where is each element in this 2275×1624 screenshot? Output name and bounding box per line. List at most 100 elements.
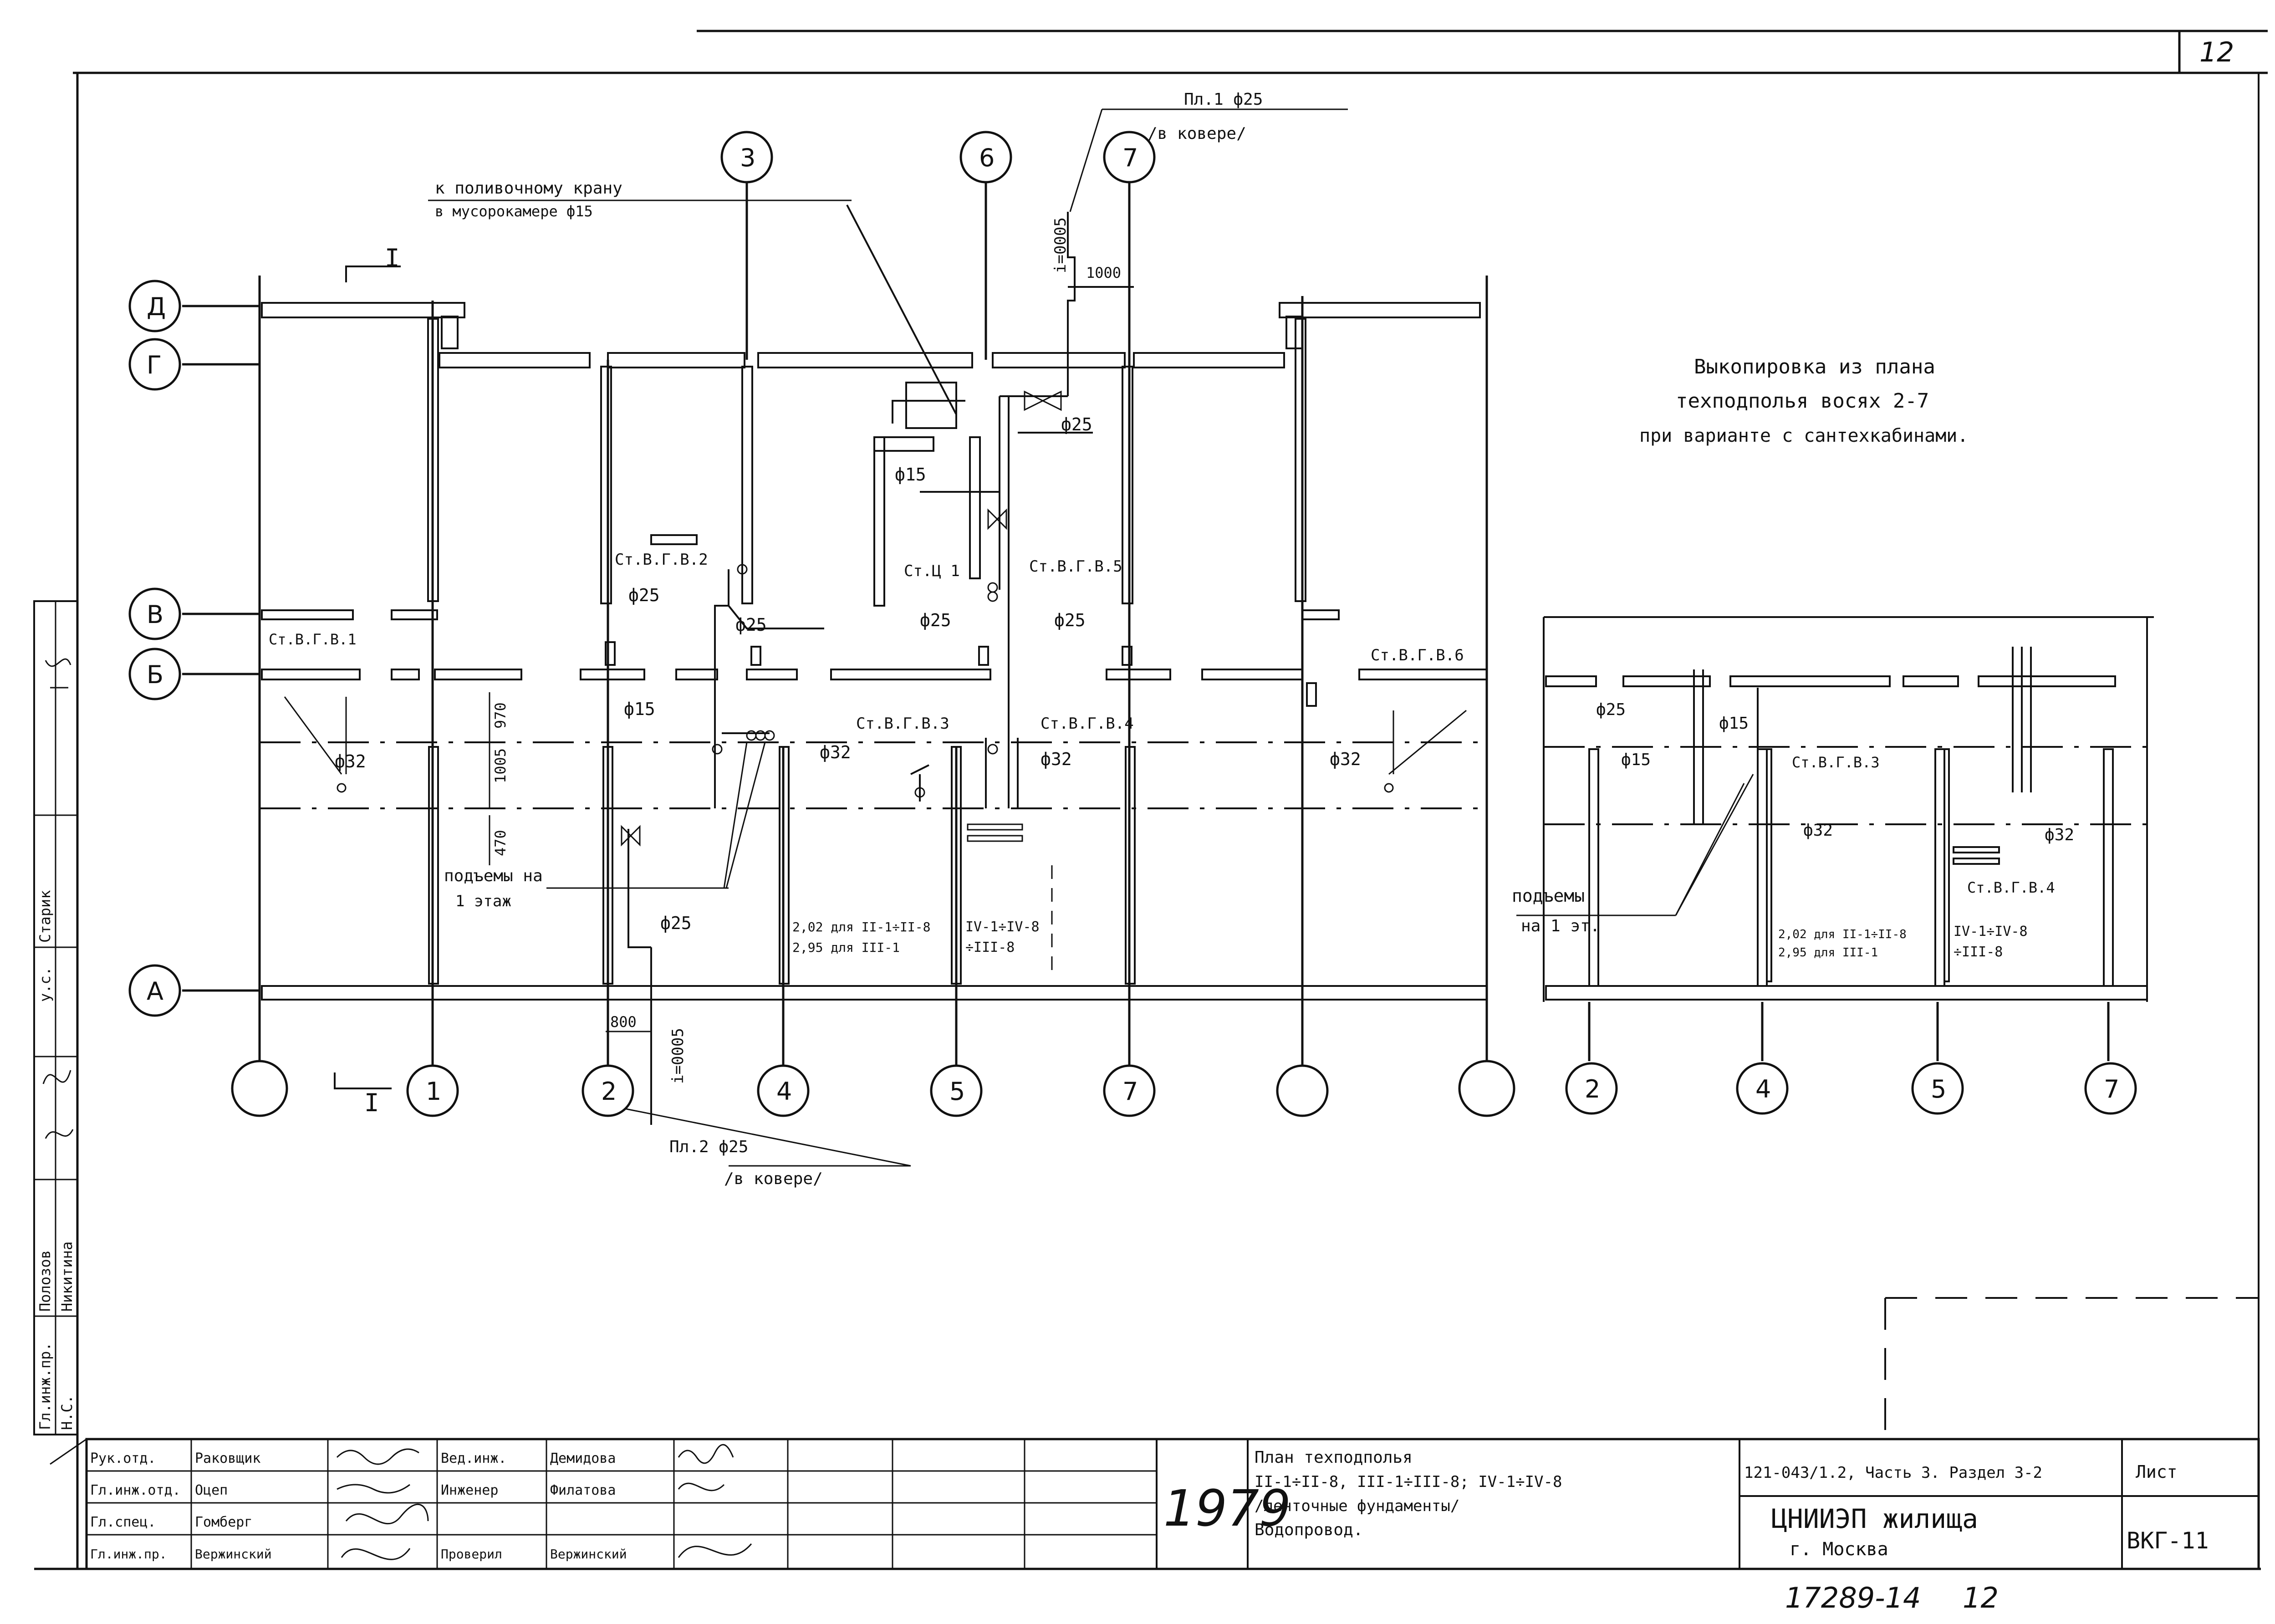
inset-axis-label-5: 5 (1931, 1075, 1946, 1103)
tb-role-1: Рук.отд. (90, 1450, 156, 1466)
callout-bottom-1: Пл.2 ф25 (669, 1138, 748, 1156)
label-d32-a: ф32 (335, 751, 366, 771)
title-block (85, 1438, 2260, 1570)
mark-b2: ÷III-8 (965, 940, 1015, 955)
stamp-role-2: Н.С. (58, 1395, 76, 1430)
label-risers-1: подъемы на (444, 867, 543, 885)
label-d25-c: ф25 (735, 615, 767, 635)
note-line-2: техподполья восях 2-7 (1676, 389, 1929, 413)
callout-top-1: Пл.1 ф25 (1184, 90, 1263, 109)
tb-name2-4: Вержинский (550, 1547, 627, 1562)
inset-label-d32-b: ф32 (2045, 826, 2074, 844)
inset-label-st-v3: Ст.В.Г.В.3 (1792, 754, 1880, 771)
stamp-role-3: у.с. (36, 967, 54, 1002)
label-d32-d: ф32 (1330, 749, 1361, 769)
label-d32-b: ф32 (820, 742, 851, 762)
inset-mark-b1: IV-1÷IV-8 (1954, 924, 2028, 940)
tb-year: 1979 (1163, 1479, 1291, 1537)
tb-title-2: II-1÷II-8, III-1÷III-8; IV-1÷IV-8 (1255, 1473, 1562, 1491)
inset-mark-b2: ÷III-8 (1954, 944, 2003, 960)
tb-name-1: Раковщик (195, 1450, 261, 1466)
bottom-page-number: 12 (1963, 1581, 1999, 1614)
inset-mark-a2: 2,95 для III-1 (1778, 946, 1878, 960)
label-d25-a: ф25 (1061, 414, 1092, 434)
label-d25-d: ф25 (920, 610, 951, 630)
callout-bottom-2: /в ковере/ (724, 1169, 823, 1188)
tb-role-4: Гл.инж.пр. (90, 1547, 167, 1562)
axis-label-d: Д (147, 292, 166, 321)
label-d25-b: ф25 (628, 585, 660, 605)
tb-role2-2: Инженер (441, 1482, 498, 1498)
note-line-3: при варианте с сантехкабинами. (1639, 425, 1968, 446)
tb-name2-1: Демидова (550, 1450, 616, 1466)
stamp-name-1: Полозов (36, 1250, 54, 1312)
tb-sheet-label: Лист (2136, 1462, 2178, 1482)
tb-role-3: Гл.спец. (90, 1514, 156, 1530)
axis-label-g: Г (147, 351, 162, 379)
tb-name-4: Вержинский (195, 1547, 272, 1562)
callout-crane-1: к поливочному крану (435, 179, 622, 198)
label-d15-a: ф15 (895, 465, 926, 485)
mark-a1: 2,02 для II-1÷II-8 (792, 919, 930, 935)
page-number: 12 (2199, 36, 2234, 68)
label-d25-f: ф25 (660, 913, 692, 933)
label-st-v1: Ст.В.Г.В.1 (269, 631, 357, 648)
label-risers-2: 1 этаж (455, 892, 511, 910)
bottom-handwritten-code: 17289-14 (1785, 1581, 1921, 1614)
tb-org-1: ЦНИИЭП жилища (1771, 1503, 1978, 1534)
dim-470: 470 (492, 830, 509, 856)
callout-top-2: /в ковере/ (1148, 124, 1246, 143)
inset-label-risers-1: подъемы (1512, 886, 1585, 906)
dim-1000: 1000 (1086, 264, 1121, 281)
inset-label-st-v4: Ст.В.Г.В.4 (1967, 879, 2055, 896)
tb-title-3: /ленточные фундаменты/ (1255, 1497, 1459, 1515)
tb-role2-1: Вед.инж. (441, 1450, 507, 1466)
inset-plan (1516, 616, 2154, 1061)
note-line-1: Выкопировка из плана (1694, 355, 1935, 378)
inset-axis-label-7: 7 (2104, 1075, 2119, 1103)
axis-label-3: 3 (740, 143, 755, 172)
section-mark-bottom: I (364, 1088, 379, 1117)
slope-top: i=0005 (1051, 217, 1070, 273)
label-d32-c: ф32 (1041, 749, 1072, 769)
label-st-v2: Ст.В.Г.В.2 (615, 551, 708, 569)
tb-name-2: Оцеп (195, 1482, 228, 1498)
slope-bottom: i=0005 (669, 1028, 687, 1084)
label-st-c1: Ст.Ц 1 (904, 562, 960, 580)
section-mark-top: I (385, 244, 400, 272)
dim-800: 800 (610, 1013, 637, 1031)
inset-label-d32-a: ф32 (1803, 821, 1833, 840)
axis-label-6: 6 (979, 143, 995, 172)
label-st-v5: Ст.В.Г.В.5 (1029, 557, 1122, 576)
axis-label-7: 7 (1122, 1077, 1138, 1106)
inset-label-d15-a: ф15 (1719, 714, 1749, 733)
inset-label-risers-2: на 1 эт. (1521, 917, 1600, 935)
axis-label-7-top: 7 (1122, 143, 1138, 172)
tb-title-1: План техподполья (1255, 1448, 1413, 1467)
mark-b1: IV-1÷IV-8 (965, 919, 1040, 935)
tb-sheet-code: ВКГ-11 (2127, 1527, 2209, 1554)
tb-title-4: Водопровод. (1255, 1521, 1363, 1539)
inset-label-d15-b: ф15 (1621, 751, 1651, 769)
inset-label-d25: ф25 (1596, 700, 1626, 719)
inset-mark-a1: 2,02 для II-1÷II-8 (1778, 928, 1907, 941)
label-d15-b: ф15 (624, 699, 655, 719)
dim-970: 970 (492, 702, 509, 729)
stamp-name-2: Никитина (58, 1241, 76, 1312)
label-st-v4: Ст.В.Г.В.4 (1041, 715, 1134, 733)
tb-name2-2: Филатова (550, 1482, 616, 1498)
label-d25-e: ф25 (1054, 610, 1086, 630)
stamp-name-3: Старик (36, 890, 54, 943)
label-st-v6: Ст.В.Г.В.6 (1371, 646, 1464, 664)
axis-label-2: 2 (601, 1077, 617, 1106)
tb-name-3: Гомберг (195, 1514, 252, 1530)
axis-label-a: А (147, 977, 163, 1006)
main-plan (182, 108, 1488, 1167)
signatures (42, 658, 752, 1560)
axis-label-4: 4 (776, 1077, 792, 1106)
dim-1005: 1005 (492, 748, 509, 783)
tb-role2-4: Проверил (441, 1547, 502, 1562)
axis-label-5: 5 (949, 1077, 965, 1106)
